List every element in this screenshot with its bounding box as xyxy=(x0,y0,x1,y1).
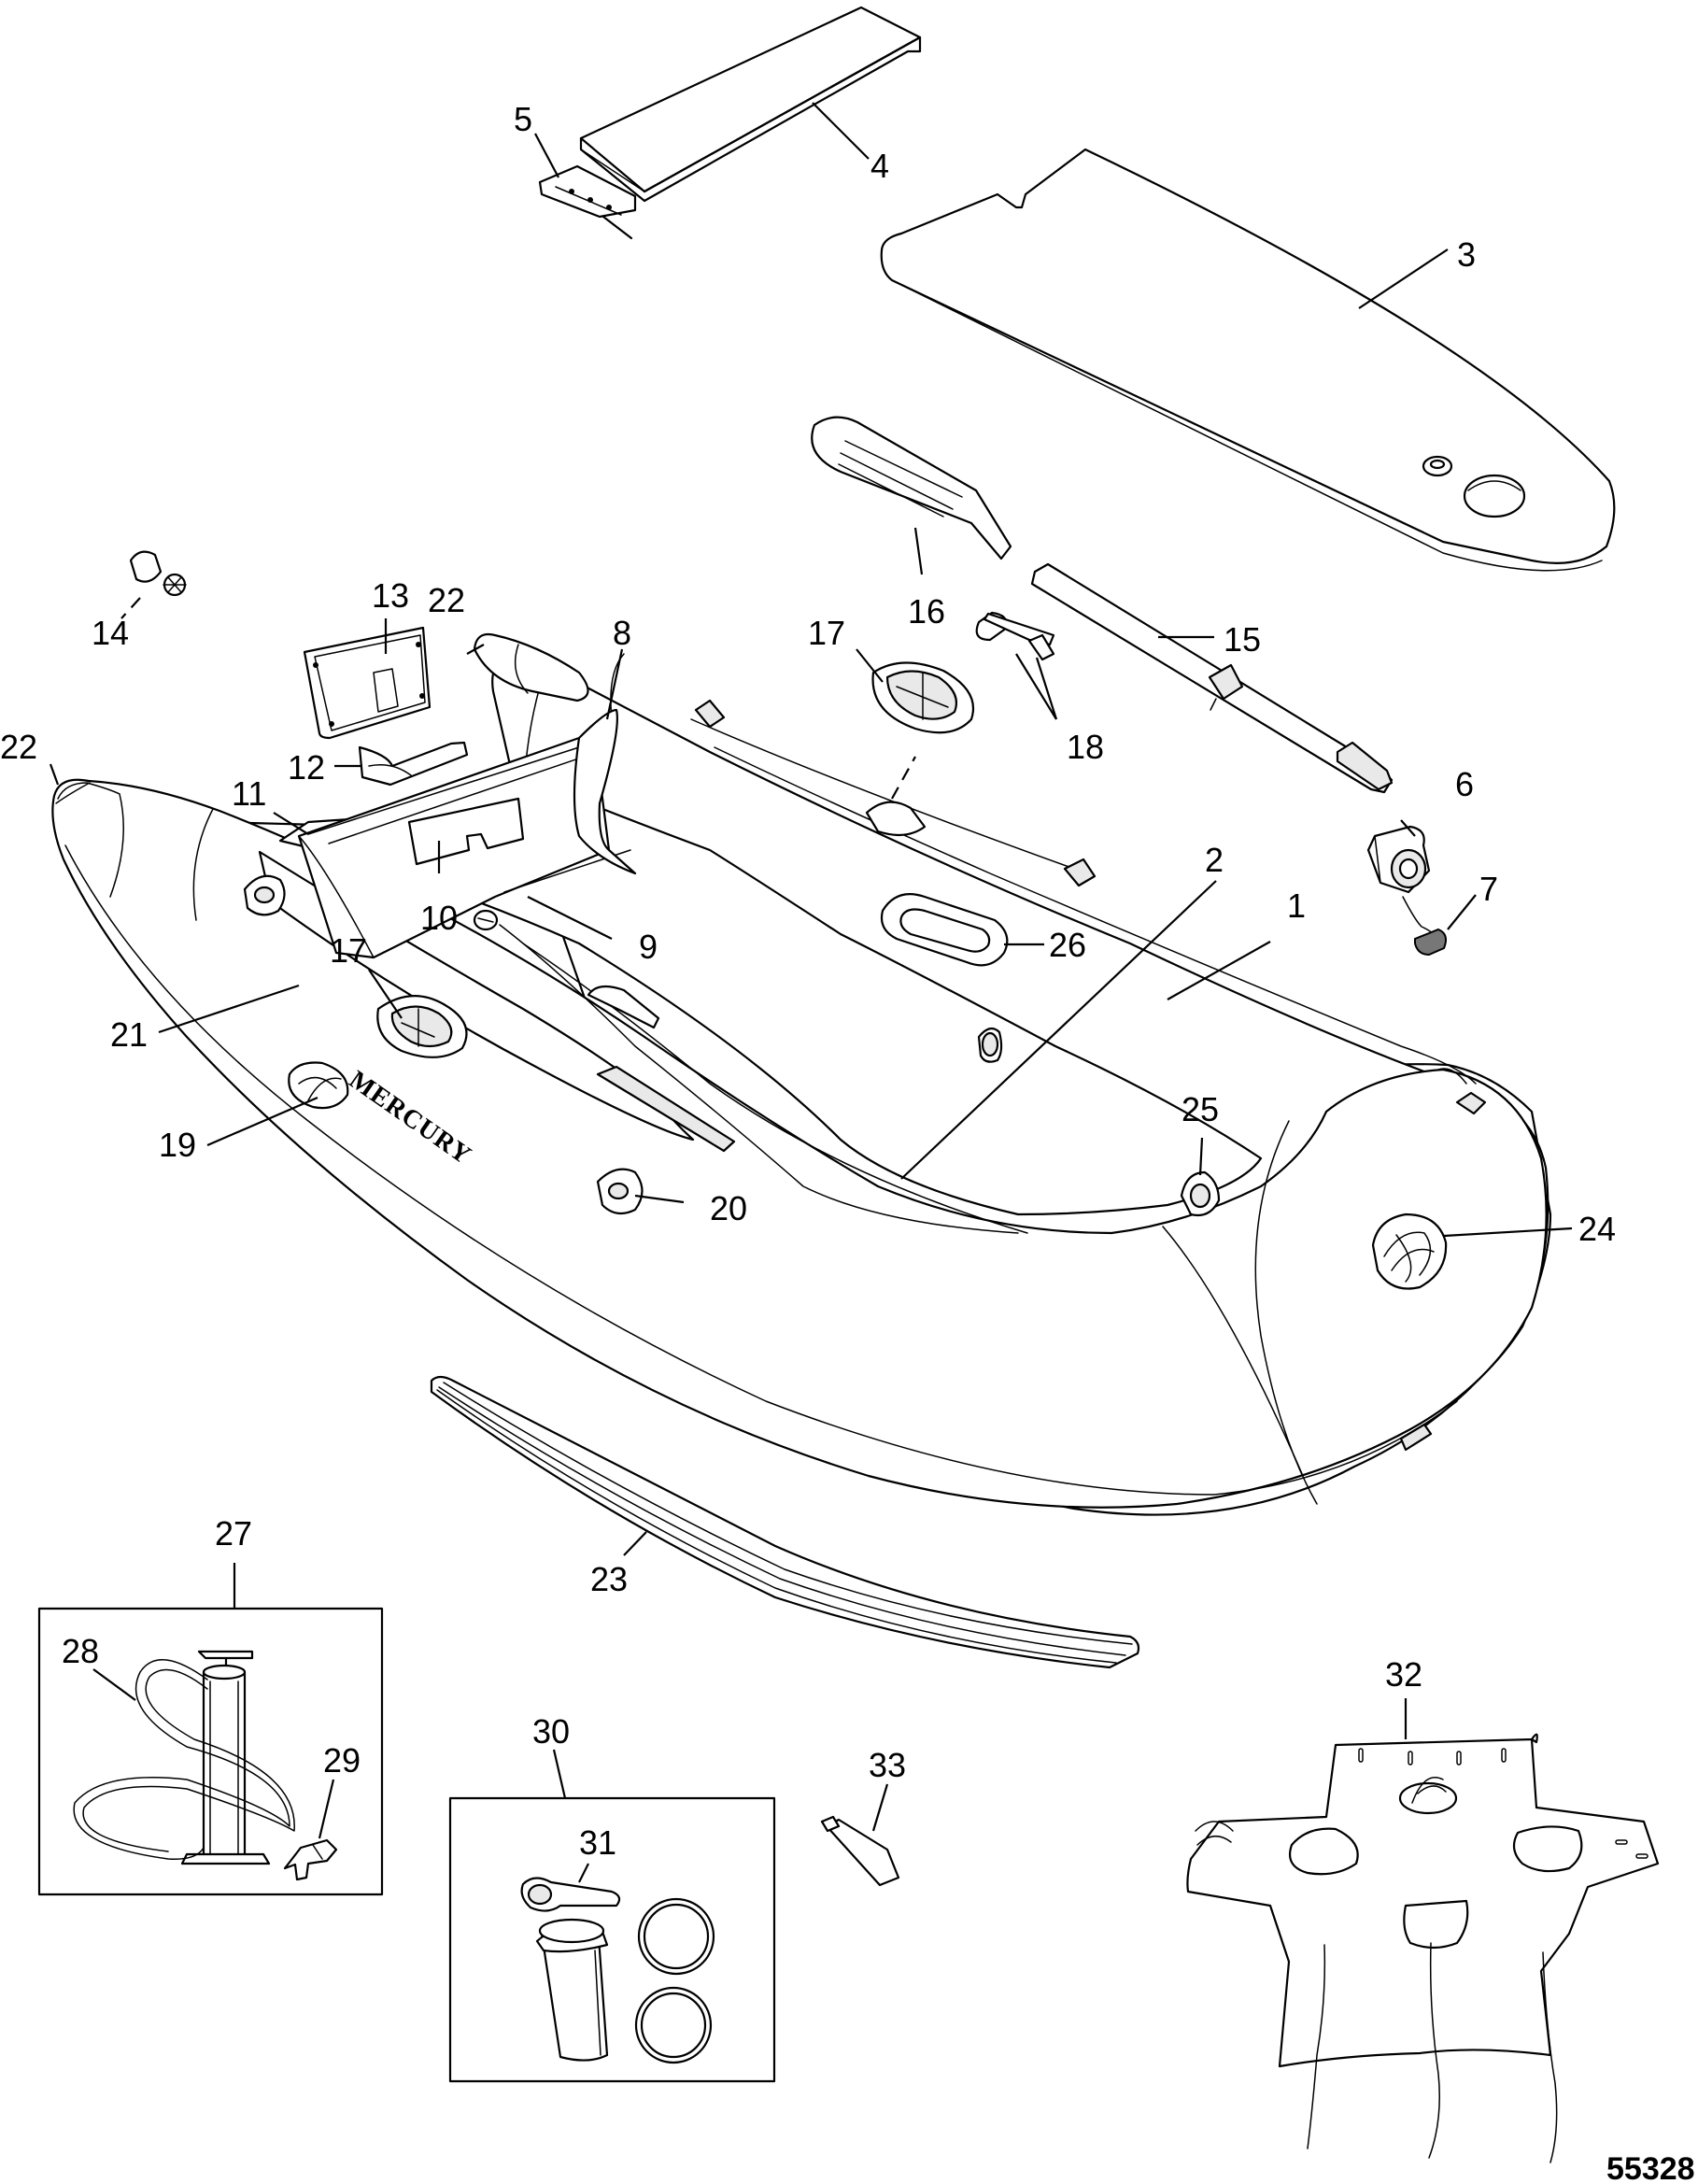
callouts: 1 2 3 4 5 6 7 8 9 10 11 12 13 14 15 16 1… xyxy=(0,100,1695,2184)
callout-1: 1 xyxy=(1287,886,1306,925)
callout-13: 13 xyxy=(372,576,409,615)
floor-board-part xyxy=(880,148,1616,572)
adhesive-tube-part xyxy=(820,1815,900,1887)
callout-5: 5 xyxy=(514,100,532,138)
transom-bracket-lower-part xyxy=(358,741,469,787)
callout-10: 10 xyxy=(420,899,458,937)
figure-id: 55328 xyxy=(1606,2151,1695,2184)
transom-bracket-part xyxy=(538,164,637,240)
valve-plug-part xyxy=(120,550,187,619)
callout-14: 14 xyxy=(92,614,129,652)
callout-27: 27 xyxy=(215,1514,252,1553)
pump-kit-box xyxy=(37,1607,384,1896)
callout-8: 8 xyxy=(613,614,631,652)
keel-strip-part xyxy=(430,1375,1140,1669)
callout-21: 21 xyxy=(110,1015,148,1054)
callout-28: 28 xyxy=(62,1632,99,1670)
callout-2: 2 xyxy=(1205,841,1224,879)
callout-17b: 17 xyxy=(330,931,367,970)
callout-9: 9 xyxy=(639,928,658,966)
callout-12: 12 xyxy=(288,748,325,787)
transom-plate-part xyxy=(303,626,432,740)
callout-20: 20 xyxy=(710,1189,747,1227)
callout-16: 16 xyxy=(908,592,945,631)
callout-22b: 22 xyxy=(0,728,37,766)
boat-cover-part xyxy=(1186,1733,1660,2163)
repair-kit-box xyxy=(448,1796,776,2083)
oar-shaft-part xyxy=(1030,562,1394,794)
callout-17a: 17 xyxy=(808,614,845,652)
inflation-valve-part xyxy=(1366,825,1431,894)
callout-31: 31 xyxy=(579,1823,616,1862)
callout-11: 11 xyxy=(232,774,266,813)
transom-board-part xyxy=(579,6,922,203)
oarlock-pin-part xyxy=(975,611,1058,720)
callout-32: 32 xyxy=(1385,1655,1422,1694)
callout-26: 26 xyxy=(1049,926,1086,964)
callout-23: 23 xyxy=(590,1560,628,1598)
leader-lines xyxy=(49,102,1573,1883)
callout-24: 24 xyxy=(1578,1210,1616,1248)
oar-blade-part xyxy=(811,416,1012,560)
valve-cap-part xyxy=(1402,896,1447,957)
callout-22a: 22 xyxy=(428,581,465,619)
callout-4: 4 xyxy=(870,147,889,185)
callout-25: 25 xyxy=(1182,1090,1219,1128)
callout-30: 30 xyxy=(532,1712,570,1751)
bow-logo xyxy=(1371,1213,1448,1290)
callout-33: 33 xyxy=(869,1746,906,1784)
callout-19: 19 xyxy=(159,1126,196,1164)
callout-29: 29 xyxy=(323,1741,361,1780)
callout-6: 6 xyxy=(1455,765,1474,803)
callout-3: 3 xyxy=(1457,235,1476,274)
callout-18: 18 xyxy=(1067,728,1104,766)
boat-hull-part: MERCURY xyxy=(51,632,1552,1516)
callout-7: 7 xyxy=(1479,870,1498,908)
callout-15: 15 xyxy=(1224,620,1261,659)
